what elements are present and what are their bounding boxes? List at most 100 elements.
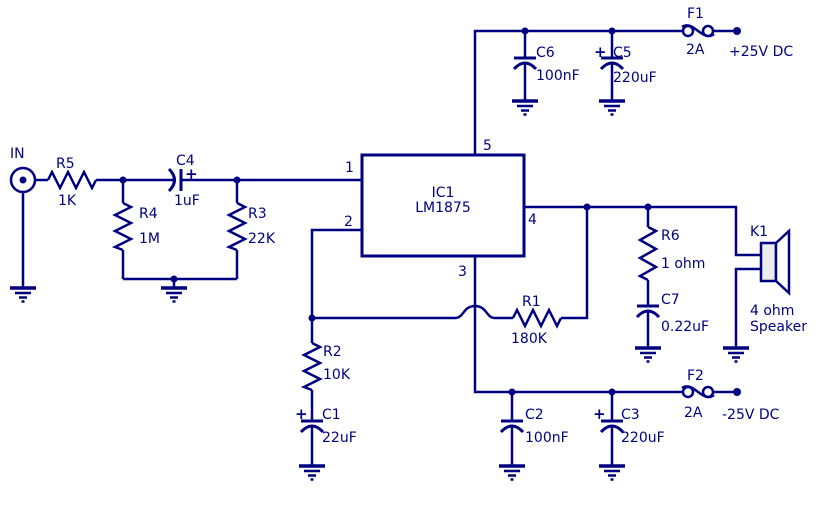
k1-impedance-label: 4 ohm: [750, 303, 794, 319]
f1-value-label: 2A: [686, 42, 705, 58]
fuse-F2: F2 2A: [681, 368, 715, 421]
resistor-zigzag: [46, 169, 98, 191]
ic-body: [360, 153, 526, 258]
cap-curved-plate: [167, 167, 176, 193]
c1-ref-label: C1: [322, 407, 341, 423]
f2-value-label: 2A: [684, 405, 703, 421]
c5-ref-label: C5: [613, 45, 632, 61]
capacitor-C5: + C5 220uF: [594, 31, 657, 117]
input-label: IN: [10, 146, 25, 162]
r4-value-label: 1M: [139, 231, 160, 247]
junction-dot: [233, 176, 241, 184]
cap-curved-plate: [635, 309, 661, 319]
r2-ref-label: R2: [323, 344, 342, 360]
c2-value-label: 100nF: [525, 430, 569, 446]
ground-icon: [8, 286, 38, 304]
ground-icon: [510, 99, 540, 117]
capacitor-C7: C7 0.22uF: [633, 292, 709, 364]
f2-ref-label: F2: [687, 368, 704, 384]
input-ground-rail: [123, 275, 237, 304]
ground-icon: [497, 464, 527, 482]
negative-rail-label: -25V DC: [722, 407, 780, 423]
k1-type-label: Speaker: [750, 319, 807, 335]
capacitor-C2: C2 100nF: [497, 392, 569, 482]
resistor-R6: R6 1 ohm: [637, 207, 705, 306]
positive-rail-label: +25V DC: [729, 44, 793, 60]
input-jack-pin: [19, 176, 27, 184]
ic1-pin5-label: 5: [483, 138, 492, 154]
cap-curved-plate: [299, 424, 325, 434]
f1-ref-label: F1: [687, 6, 704, 22]
c7-ref-label: C7: [661, 292, 680, 308]
junction-dot: [170, 275, 178, 283]
ic1-pin1-label: 1: [345, 160, 354, 176]
wire-speaker-to-ground: [734, 267, 761, 348]
c6-value-label: 100nF: [536, 68, 580, 84]
r3-value-label: 22K: [248, 231, 276, 247]
r6-ref-label: R6: [661, 228, 680, 244]
speaker-cone-icon: [774, 228, 791, 296]
r3-ref-label: R3: [248, 206, 267, 222]
negative-supply-rail: -25V DC: [473, 256, 780, 423]
c1-polarity-mark: +: [295, 405, 308, 423]
resistor-zigzag: [511, 307, 563, 329]
wire-pin3-to-rail: [473, 256, 683, 394]
wire-pin4-to-speaker: [524, 205, 761, 257]
resistor-R4: R4 1M: [111, 180, 160, 279]
r4-ref-label: R4: [139, 206, 158, 222]
c2-ref-label: C2: [525, 407, 544, 423]
ic1-part-label: LM1875: [415, 200, 471, 216]
ground-icon: [597, 464, 627, 482]
resistor-R5: R5 1K: [46, 156, 174, 209]
ic1-pin2-label: 2: [344, 214, 353, 230]
input-connector: IN: [8, 146, 48, 304]
ground-icon: [597, 99, 627, 117]
c5-value-label: 220uF: [613, 70, 657, 86]
ic1-pin4-label: 4: [528, 212, 537, 228]
ic1-pin3-label: 3: [458, 264, 467, 280]
cap-curved-plate: [599, 61, 625, 71]
ground-icon: [297, 464, 327, 482]
resistor-zigzag: [637, 225, 659, 282]
ic-LM1875: IC1 LM1875 1 2 3 4 5: [344, 138, 537, 280]
r6-value-label: 1 ohm: [661, 256, 705, 272]
wire-pin2-down: [310, 228, 362, 318]
ground-icon: [159, 286, 189, 304]
junction-dot: [119, 176, 127, 184]
cap-curved-plate: [499, 424, 525, 434]
r2-value-label: 10K: [323, 367, 351, 383]
fuse-element: [681, 385, 715, 399]
cap-curved-plate: [512, 61, 538, 71]
capacitor-C3: + C3 220uF: [593, 392, 665, 482]
r1-ref-label: R1: [522, 294, 541, 310]
resistor-zigzag: [300, 341, 323, 392]
c3-value-label: 220uF: [621, 430, 665, 446]
k1-ref-label: K1: [750, 224, 768, 240]
ground-icon: [721, 346, 751, 364]
c7-value-label: 0.22uF: [661, 319, 709, 335]
output-net: [524, 203, 761, 257]
fuse-element: [681, 24, 715, 38]
c6-ref-label: C6: [536, 45, 555, 61]
negative-terminal-dot: [733, 388, 741, 396]
r5-value-label: 1K: [58, 193, 77, 209]
r1-value-label: 180K: [511, 331, 548, 347]
r5-ref-label: R5: [56, 156, 75, 172]
c1-value-label: 22uF: [322, 430, 357, 446]
resistor-R2: R2 10K: [300, 318, 351, 421]
c3-ref-label: C3: [621, 407, 640, 423]
c4-value-label: 1uF: [174, 193, 200, 209]
speaker-K1: K1 4 ohm Speaker: [721, 224, 807, 364]
positive-supply-rail: +25V DC: [473, 27, 793, 155]
wire-pin5-to-rail: [473, 29, 683, 155]
c4-polarity-mark: +: [185, 165, 198, 183]
capacitor-C6: C6 100nF: [510, 31, 580, 117]
cap-curved-plate: [599, 424, 625, 434]
capacitor-C1: + C1 22uF: [295, 405, 357, 482]
resistor-zigzag: [225, 201, 248, 252]
c5-polarity-mark: +: [594, 43, 607, 61]
speaker-magnet-icon: [759, 241, 778, 283]
fuse-F1: F1 2A: [681, 6, 715, 58]
